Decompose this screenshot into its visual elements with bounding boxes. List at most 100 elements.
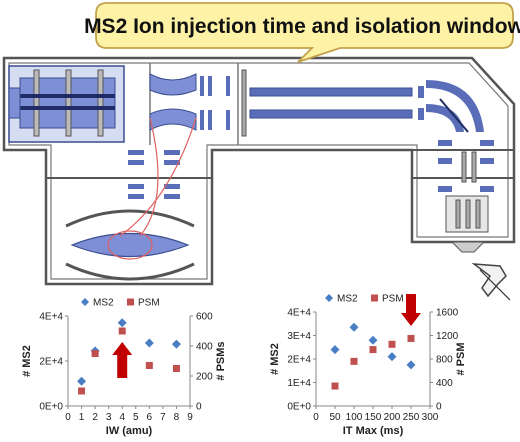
legend-psm-marker [127, 298, 134, 306]
legend-ms2-label: MS2 [337, 294, 358, 305]
lens-plate [226, 76, 230, 96]
orbitrap-lens [128, 160, 144, 165]
nozzle [450, 241, 486, 253]
x-tick-label: 3 [106, 412, 112, 423]
orbitrap-lens [128, 184, 144, 189]
y2-tick-label: 400 [196, 342, 213, 353]
orbitrap-lens [164, 194, 180, 199]
emitter-line [479, 269, 511, 301]
psm-point [78, 387, 86, 395]
right-lens [438, 140, 452, 146]
instrument-inner-wall [8, 62, 509, 280]
quad-end-plate [418, 108, 424, 120]
y2-tick-label: 800 [436, 355, 453, 366]
trap-rod [20, 106, 115, 110]
orbitrap-lens [128, 194, 144, 199]
ion-bend-outer [426, 80, 484, 132]
psm-point [118, 327, 126, 335]
detector-pin [465, 199, 471, 229]
bent-lens-bottom [149, 108, 197, 131]
instrument-schematic [2, 56, 516, 301]
x-tick-label: 300 [422, 412, 439, 423]
y2-tick-label: 600 [196, 312, 213, 323]
ms2-point [368, 335, 378, 345]
trap-electrode [65, 69, 72, 137]
ion-path [439, 98, 469, 133]
legend-psm-marker [371, 294, 378, 302]
psm-point [172, 365, 180, 372]
x-tick-label: 0 [65, 412, 71, 423]
orbitrap-spindle [70, 232, 190, 258]
right-plate [471, 151, 477, 183]
down-arrow [401, 294, 421, 326]
psm-point [91, 350, 99, 357]
x-tick-label: 250 [403, 412, 420, 423]
y2-tick-label: 0 [196, 402, 202, 413]
x-tick-label: 5 [133, 412, 139, 423]
right-lens [480, 158, 494, 164]
y2-axis-title: # PSMs [215, 341, 227, 380]
up-arrow [112, 342, 133, 378]
psm-point [407, 334, 415, 342]
y2-tick-label: 200 [196, 372, 213, 383]
legend-psm-label: PSM [138, 298, 160, 309]
detector-pin [475, 199, 481, 229]
y-axis-title: # MS2 [21, 345, 33, 377]
trap-electrode [33, 69, 40, 137]
y2-tick-label: 1600 [436, 308, 459, 319]
y-tick-label: 4E+4 [39, 312, 63, 323]
trap-electrode [97, 69, 104, 137]
orbitrap-upper-electrode [65, 209, 195, 228]
quad-rod-bottom [249, 109, 413, 119]
ms2-point [144, 338, 154, 348]
bent-lens-top [149, 73, 197, 96]
legend-ms2-marker [81, 298, 89, 306]
y-tick-label: 0E+0 [287, 402, 311, 413]
y2-tick-label: 1200 [436, 331, 459, 342]
y-tick-label: 2E+4 [39, 357, 63, 368]
callout-bubble [95, 2, 514, 63]
lens-plate [200, 76, 204, 96]
legend-ms2-marker [325, 294, 333, 302]
ms2-point [406, 360, 416, 370]
y2-tick-label: 0 [436, 402, 442, 413]
y-tick-label: 1E+4 [287, 378, 311, 389]
callout: MS2 Ion injection time and isolation win… [84, 2, 520, 63]
legend-ms2-label: MS2 [93, 298, 114, 309]
y2-tick-label: 400 [436, 378, 453, 389]
psm-point [350, 357, 358, 365]
lens-plate [208, 76, 212, 96]
ms2-point [77, 376, 87, 386]
x-tick-label: 2 [92, 412, 98, 423]
lens-plate [208, 110, 212, 130]
right-lens [438, 186, 452, 192]
ms2-point [117, 318, 127, 328]
psm-point [388, 340, 396, 348]
y-axis-title: # MS2 [269, 343, 281, 375]
y-tick-label: 4E+4 [287, 308, 311, 319]
ms2-point [330, 345, 340, 355]
inlet-cone [8, 87, 21, 119]
psm-point [369, 346, 377, 354]
x-tick-label: 150 [365, 412, 382, 423]
orbit-trajectory [107, 230, 153, 260]
x-tick-label: 1 [79, 412, 85, 423]
trap-rod [20, 94, 115, 98]
x-tick-label: 200 [384, 412, 401, 423]
x-tick-label: 4 [119, 412, 125, 423]
right-lens [480, 186, 494, 192]
right-lens [480, 140, 494, 146]
x-tick-label: 0 [313, 412, 319, 423]
lens-plate [226, 110, 230, 130]
x-tick-label: 7 [160, 412, 166, 423]
x-tick-label: 9 [187, 412, 193, 423]
psm-point [145, 362, 153, 369]
ms2-point [349, 322, 359, 332]
right-lens [438, 158, 452, 164]
y-tick-label: 2E+4 [287, 355, 311, 366]
orbitrap-lens [128, 150, 144, 155]
lens-plate [200, 110, 204, 130]
orbitrap-lower-electrode [65, 262, 195, 281]
